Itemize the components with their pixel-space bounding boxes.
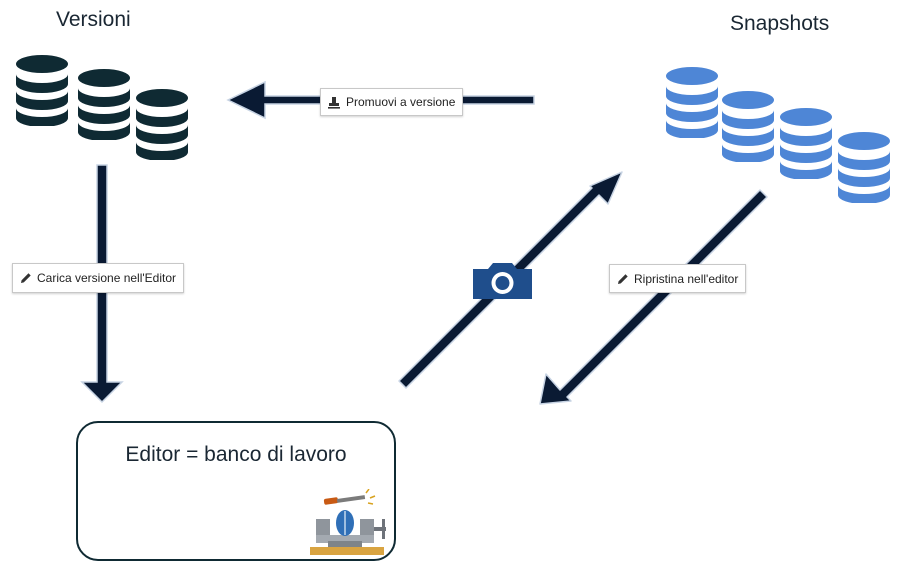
load-version-button[interactable]: Carica versione nell'Editor: [12, 263, 185, 293]
database-icon: [666, 67, 718, 138]
pencil-icon: [618, 273, 628, 284]
database-icon: [136, 89, 188, 160]
snapshots-title: Snapshots: [730, 12, 830, 35]
camera-icon[interactable]: [471, 261, 534, 301]
restore-button[interactable]: Ripristina nell'editor: [609, 264, 747, 293]
database-icon: [838, 132, 890, 203]
stamp-icon: [328, 96, 340, 109]
database-icon: [78, 69, 130, 140]
editor-workbench[interactable]: Editor = banco di lavoro: [76, 421, 396, 561]
pencil-icon: [21, 273, 31, 283]
editor-label: Editor = banco di lavoro: [125, 443, 347, 466]
restore-label: Ripristina nell'editor: [634, 271, 739, 286]
database-icon: [722, 91, 774, 162]
database-icon: [16, 55, 68, 126]
load-version-label: Carica versione nell'Editor: [37, 271, 177, 285]
restore-arrow: [539, 189, 768, 405]
promote-label: Promuovi a versione: [346, 95, 456, 109]
versions-title: Versioni: [56, 8, 131, 31]
vise-icon: [310, 489, 386, 555]
promote-to-version-button[interactable]: Promuovi a versione: [320, 88, 464, 116]
database-icon: [780, 108, 832, 179]
